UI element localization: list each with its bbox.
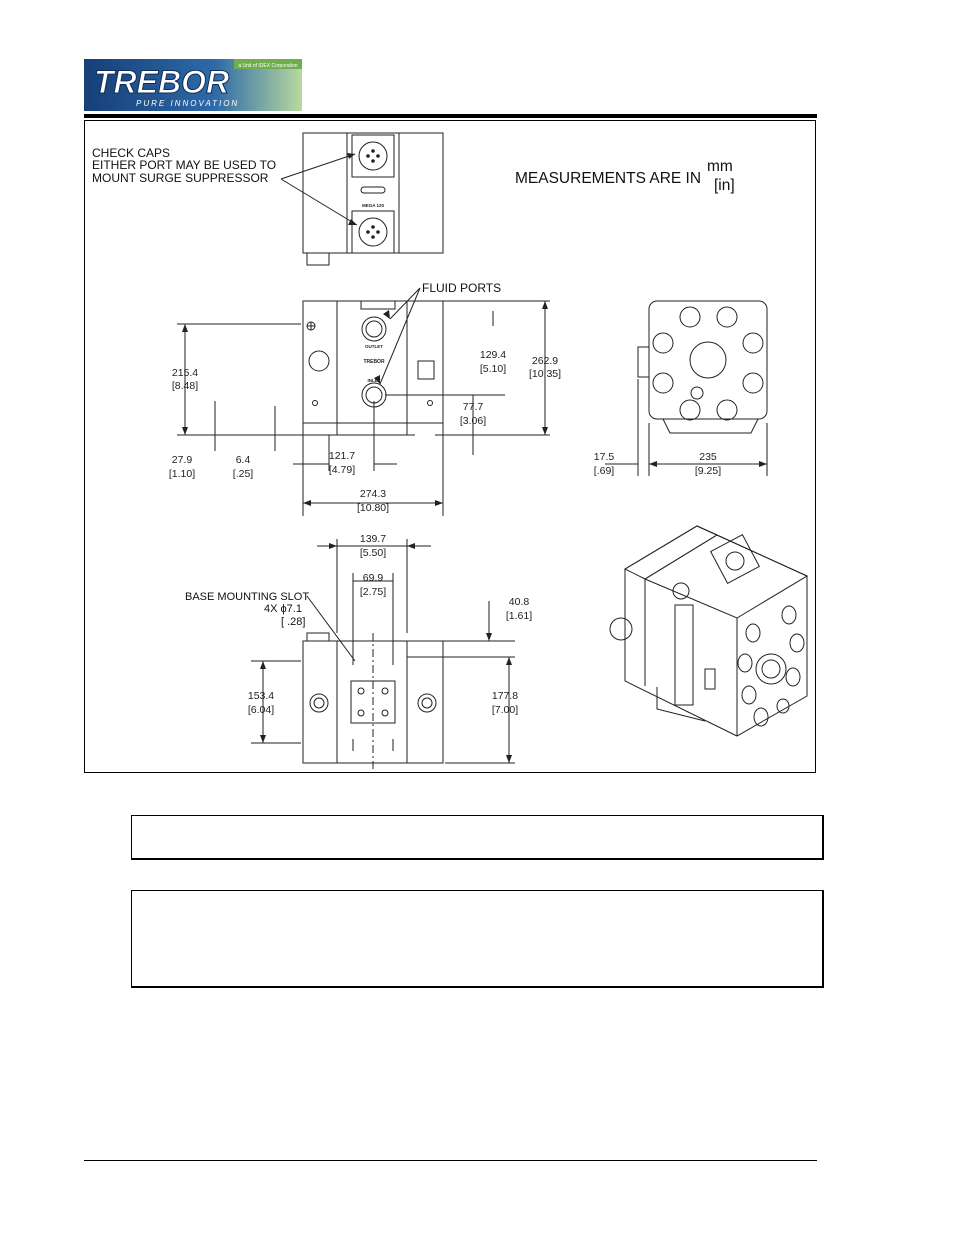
front-view bbox=[177, 287, 550, 516]
note-box bbox=[131, 890, 824, 988]
dim-77-in: [3.06] bbox=[460, 415, 486, 427]
logo-tagline: PURE INNOVATION bbox=[136, 99, 239, 108]
units-mm: mm bbox=[707, 158, 733, 175]
dim-177-in: [7.00] bbox=[492, 704, 518, 716]
dim-69-mm: 69.9 bbox=[363, 572, 384, 584]
dim-139-in: [5.50] bbox=[360, 547, 386, 559]
dim-153-mm: 153.4 bbox=[248, 690, 274, 702]
base-slot-label: BASE MOUNTING SLOT bbox=[185, 591, 309, 603]
isometric-view bbox=[609, 525, 809, 737]
footer-rule bbox=[84, 1160, 817, 1161]
note-box bbox=[131, 815, 824, 860]
dim-27-in: [1.10] bbox=[169, 468, 195, 480]
dimension-drawing: CHECK CAPS EITHER PORT MAY BE USED TO MO… bbox=[84, 120, 816, 773]
dim-153-in: [6.04] bbox=[248, 704, 274, 716]
dim-215-mm: 215.4 bbox=[172, 367, 198, 379]
fluid-ports-label: FLUID PORTS bbox=[422, 281, 501, 295]
check-caps-line-2: EITHER PORT MAY BE USED TO bbox=[92, 158, 276, 172]
top-view bbox=[280, 132, 444, 266]
trebor-logo: a Unit of IDEX Corporation TREBOR PURE I… bbox=[84, 57, 302, 113]
check-caps-line-3: MOUNT SURGE SUPPRESSOR bbox=[92, 171, 269, 185]
dim-17-in: [.69] bbox=[594, 465, 615, 477]
dim-40-in: [1.61] bbox=[506, 610, 532, 622]
dim-6-mm: 6.4 bbox=[236, 454, 251, 466]
part-model: MEGA 120 bbox=[362, 203, 385, 208]
part-outlet: OUTLET bbox=[365, 344, 383, 349]
dim-121-mm: 121.7 bbox=[329, 450, 355, 462]
dim-215-in: [8.48] bbox=[172, 380, 198, 392]
units-in: [in] bbox=[714, 177, 735, 194]
part-brand: TREBOR bbox=[363, 359, 385, 365]
part-inlet: INLET bbox=[368, 378, 381, 383]
dim-274-mm: 274.3 bbox=[360, 488, 386, 500]
dim-177-mm: 177.8 bbox=[492, 690, 518, 702]
dim-77-mm: 77.7 bbox=[463, 401, 484, 413]
header-rule bbox=[84, 114, 817, 118]
dim-129-in: [5.10] bbox=[480, 363, 506, 375]
dim-27-mm: 27.9 bbox=[172, 454, 193, 466]
side-view bbox=[605, 300, 768, 476]
dim-69-in: [2.75] bbox=[360, 586, 386, 598]
dim-40-mm: 40.8 bbox=[509, 596, 530, 608]
dim-6-in: [.25] bbox=[233, 468, 254, 480]
base-slot-spec: 4X ϕ7.1 bbox=[264, 603, 302, 615]
check-caps-line-1: CHECK CAPS bbox=[92, 146, 170, 160]
logo-brand: TREBOR bbox=[94, 64, 229, 100]
units-note: MEASUREMENTS ARE IN bbox=[515, 170, 701, 187]
dim-139-mm: 139.7 bbox=[360, 533, 386, 545]
dim-129-mm: 129.4 bbox=[480, 349, 506, 361]
dim-262-mm: 262.9 bbox=[532, 355, 558, 367]
bottom-view bbox=[251, 539, 515, 771]
dim-274-in: [10.80] bbox=[357, 502, 389, 514]
base-slot-inch: [ .28] bbox=[281, 616, 305, 628]
dim-262-in: [10.35] bbox=[529, 368, 561, 380]
dim-17-mm: 17.5 bbox=[594, 451, 615, 463]
dim-121-in: [4.79] bbox=[329, 464, 355, 476]
dim-235-mm: 235 bbox=[699, 451, 717, 463]
logo-corner-text: a Unit of IDEX Corporation bbox=[238, 63, 297, 69]
dim-235-in: [9.25] bbox=[695, 465, 721, 477]
